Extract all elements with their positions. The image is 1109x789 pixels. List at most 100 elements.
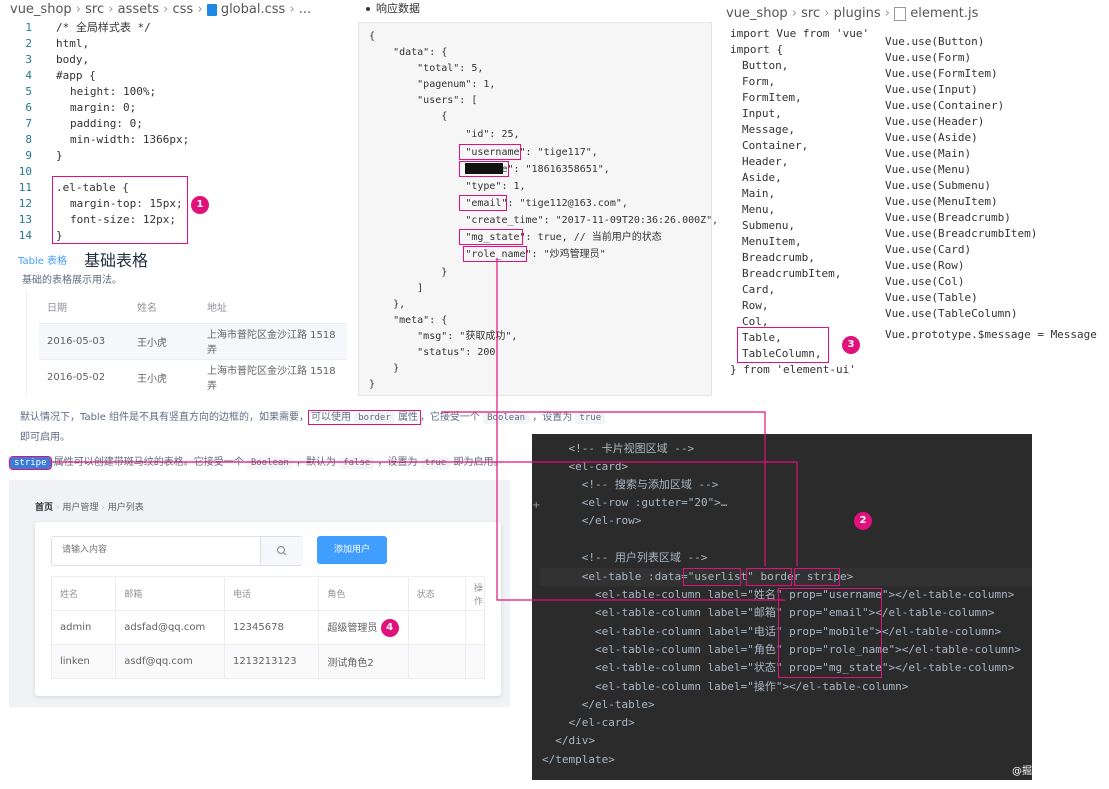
code-line[interactable]: Message,	[742, 123, 795, 136]
crumb-part[interactable]: assets	[117, 2, 159, 17]
code-line[interactable]: Vue.use(Submenu)	[885, 179, 991, 192]
code-line[interactable]: Table,	[742, 331, 782, 344]
search-input[interactable]	[52, 537, 272, 563]
crumb-part[interactable]: css	[172, 2, 194, 17]
code-line[interactable]: body,	[56, 53, 90, 66]
code-line[interactable]: Vue.use(BreadcrumbItem)	[885, 227, 1038, 240]
code-line[interactable]: Vue.use(Aside)	[885, 131, 978, 144]
code-line[interactable]: MenuItem,	[742, 235, 802, 248]
table-row[interactable]: 2016-05-02 王小虎 上海市普陀区金沙江路 1518 弄	[39, 359, 347, 395]
code-line[interactable]: Vue.use(Button)	[885, 35, 985, 48]
table-header[interactable]: 日期	[47, 303, 67, 315]
code-line[interactable]: <el-table-column label="电话" prop="mobile…	[542, 625, 1002, 638]
code-line[interactable]: .el-table {	[56, 181, 129, 194]
code-line[interactable]: </template>	[542, 753, 615, 766]
code-line[interactable]: Vue.use(Header)	[885, 115, 985, 128]
doc-tag[interactable]: Table 表格	[18, 256, 68, 267]
code-line[interactable]: height: 100%;	[70, 85, 157, 98]
code-line[interactable]: margin-top: 15px;	[70, 197, 183, 210]
code-line[interactable]: <el-table-column label="角色" prop="role_n…	[542, 643, 1021, 656]
code-line[interactable]: <el-table-column label="邮箱" prop="email"…	[542, 606, 995, 619]
table-header[interactable]: 姓名	[50, 576, 117, 611]
crumb-part[interactable]: global.css	[220, 2, 286, 17]
code-line[interactable]: </div>	[542, 734, 595, 747]
code-line[interactable]: } from 'element-ui'	[730, 363, 856, 376]
code-line[interactable]: import Vue from 'vue'	[730, 27, 870, 40]
code-line[interactable]: </el-table>	[542, 698, 655, 711]
code-line[interactable]: Input,	[742, 107, 782, 120]
code-line[interactable]: Vue.use(Main)	[885, 147, 972, 160]
table-header[interactable]: 操作	[464, 576, 486, 611]
code-line[interactable]: min-width: 1366px;	[70, 133, 190, 146]
code-line[interactable]: Header,	[742, 155, 789, 168]
crumb-part[interactable]: src	[85, 2, 105, 17]
code-line[interactable]: </el-row>	[542, 514, 642, 527]
code-line[interactable]: TableColumn,	[742, 347, 822, 360]
code-line[interactable]: Card,	[742, 283, 776, 296]
breadcrumb-item[interactable]: 首页	[35, 503, 54, 513]
code-line[interactable]: Menu,	[742, 203, 776, 216]
code-line[interactable]: Form,	[742, 75, 776, 88]
breadcrumb-item[interactable]: 用户管理	[62, 503, 99, 513]
add-user-button[interactable]: 添加用户	[317, 536, 387, 564]
table-header[interactable]: 邮箱	[115, 576, 225, 611]
code-line[interactable]: </el-card>	[542, 716, 635, 729]
crumb-part[interactable]: plugins	[833, 6, 881, 21]
table-header[interactable]: 角色	[318, 576, 409, 611]
crumb-part[interactable]: vue_shop	[726, 6, 788, 21]
code-line[interactable]: Vue.use(TableColumn)	[885, 307, 1018, 320]
code-line[interactable]: margin: 0;	[70, 101, 137, 114]
code-line[interactable]: }	[56, 149, 63, 162]
code-line[interactable]: Breadcrumb,	[742, 251, 815, 264]
code-line[interactable]: Vue.use(Form)	[885, 51, 972, 64]
fold-icon[interactable]: +	[532, 500, 541, 511]
code-line[interactable]: <!-- 卡片视图区域 -->	[542, 442, 695, 455]
code-line[interactable]: BreadcrumbItem,	[742, 267, 842, 280]
code-line[interactable]: Vue.use(Breadcrumb)	[885, 211, 1011, 224]
table-row[interactable]: linken asdf@qq.com 1213213123 测试角色2	[50, 644, 486, 679]
code-line[interactable]: Container,	[742, 139, 809, 152]
code-line[interactable]: Vue.use(Row)	[885, 259, 965, 272]
code-line[interactable]: Vue.use(Input)	[885, 83, 978, 96]
code-line[interactable]: Vue.use(Table)	[885, 291, 978, 304]
code-line[interactable]: Col,	[742, 315, 769, 328]
code-line[interactable]: <!-- 搜索与添加区域 -->	[542, 478, 719, 491]
table-row[interactable]: 2016-05-03 王小虎 上海市普陀区金沙江路 1518 弄	[39, 323, 347, 359]
code-line[interactable]: Vue.use(FormItem)	[885, 67, 998, 80]
code-line[interactable]: FormItem,	[742, 91, 802, 104]
code-line[interactable]: Vue.use(Col)	[885, 275, 965, 288]
table-row[interactable]: admin adsfad@qq.com 12345678 超级管理员 4	[50, 610, 486, 645]
code-line[interactable]: }	[56, 229, 63, 242]
code-line[interactable]: import {	[730, 43, 783, 56]
code-line[interactable]: <!-- 用户列表区域 -->	[542, 551, 708, 564]
code-line[interactable]: Main,	[742, 187, 776, 200]
crumb-part[interactable]: element.js	[910, 6, 979, 21]
code-line[interactable]: Vue.use(Card)	[885, 243, 972, 256]
table-header[interactable]: 地址	[207, 303, 227, 315]
code-line[interactable]: Vue.use(MenuItem)	[885, 195, 998, 208]
code-line[interactable]: padding: 0;	[70, 117, 143, 130]
code-line[interactable]: #app {	[56, 69, 96, 82]
code-line[interactable]: <el-row :gutter="20">…	[542, 496, 728, 509]
code-line[interactable]: /* 全局样式表 */	[56, 21, 151, 34]
crumb-part[interactable]: ...	[298, 2, 312, 17]
code-line[interactable]: font-size: 12px;	[70, 213, 176, 226]
breadcrumb-item[interactable]: 用户列表	[107, 503, 144, 513]
code-line[interactable]: html,	[56, 37, 90, 50]
code-line[interactable]: Vue.use(Container)	[885, 99, 1005, 112]
table-header[interactable]: 电话	[223, 576, 320, 611]
code-line[interactable]: <el-table-column label="状态" prop="mg_sta…	[542, 661, 1015, 674]
crumb-part[interactable]: src	[801, 6, 821, 21]
code-line[interactable]: Aside,	[742, 171, 782, 184]
code-line[interactable]: Row,	[742, 299, 769, 312]
code-line[interactable]: <el-table-column label="操作"></el-table-c…	[542, 680, 909, 693]
code-line[interactable]: Button,	[742, 59, 789, 72]
code-line[interactable]: Vue.prototype.$message = Message	[885, 328, 1097, 341]
table-header[interactable]: 状态	[407, 576, 466, 611]
code-line[interactable]: Submenu,	[742, 219, 795, 232]
code-line[interactable]: Vue.use(Menu)	[885, 163, 972, 176]
search-button[interactable]	[260, 537, 303, 565]
crumb-part[interactable]: vue_shop	[10, 2, 72, 17]
code-line[interactable]: <el-card>	[542, 460, 629, 473]
table-header[interactable]: 姓名	[137, 303, 157, 315]
